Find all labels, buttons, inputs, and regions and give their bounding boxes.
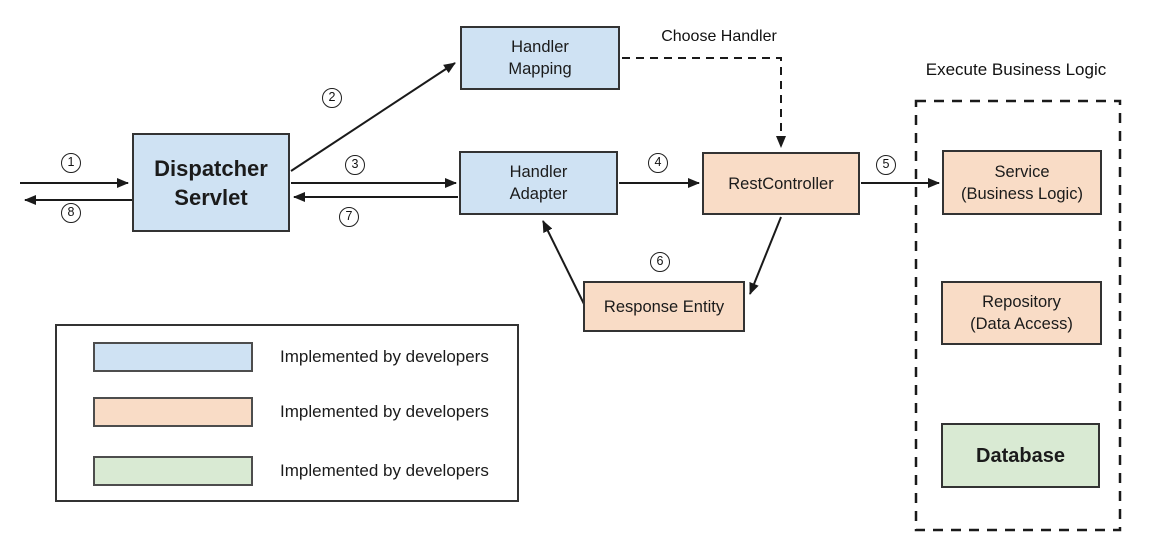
business-logic-container	[914, 99, 1122, 532]
legend-label: Implemented by developers	[280, 402, 489, 421]
step-4-badge: 4	[648, 153, 668, 173]
node-label: Response Entity	[603, 297, 725, 316]
node-handler-mapping: Handler Mapping	[460, 26, 620, 90]
arrow-choose-handler	[622, 57, 786, 148]
section-title-execute-business-logic: Execute Business Logic	[925, 60, 1107, 79]
step-2-badge: 2	[322, 88, 342, 108]
arrow-response-entity-to-adapter	[542, 220, 585, 305]
legend-swatch-blue	[93, 342, 253, 372]
node-handler-adapter: Handler Adapter	[459, 151, 618, 215]
node-label: (Business Logic)	[961, 184, 1083, 203]
node-label: (Data Access)	[970, 315, 1073, 333]
legend-label: Implemented by developers	[280, 461, 489, 480]
node-database: Database	[941, 423, 1100, 488]
node-dispatcher-servlet: Dispatcher Servlet	[132, 133, 290, 232]
node-service: Service (Business Logic)	[942, 150, 1102, 215]
node-label: RestController	[728, 174, 834, 193]
node-label: Handler	[509, 163, 568, 181]
step-5-badge: 5	[876, 155, 896, 175]
arrow-restcontroller-to-response-entity	[749, 216, 782, 295]
node-rest-controller: RestController	[702, 152, 860, 215]
node-label: Database	[976, 444, 1065, 467]
choose-handler-label: Choose Handler	[661, 28, 777, 45]
legend-swatch-green	[93, 456, 253, 486]
arrow-to-handler-mapping	[290, 62, 456, 172]
node-label: Mapping	[508, 60, 572, 78]
node-label: Dispatcher	[154, 155, 268, 181]
node-label: Adapter	[509, 185, 568, 203]
step-1-badge: 1	[61, 153, 81, 173]
step-6-badge: 6	[650, 252, 670, 272]
node-response-entity: Response Entity	[583, 281, 745, 332]
node-label: Handler	[511, 38, 569, 56]
node-label: Servlet	[174, 184, 248, 210]
node-repository: Repository (Data Access)	[941, 281, 1102, 345]
node-label: Service	[994, 162, 1050, 181]
step-7-badge: 7	[339, 207, 359, 227]
node-label: Repository	[982, 293, 1061, 311]
step-3-badge: 3	[345, 155, 365, 175]
legend-swatch-orange	[93, 397, 253, 427]
legend-label: Implemented by developers	[280, 347, 489, 366]
step-8-badge: 8	[61, 203, 81, 223]
